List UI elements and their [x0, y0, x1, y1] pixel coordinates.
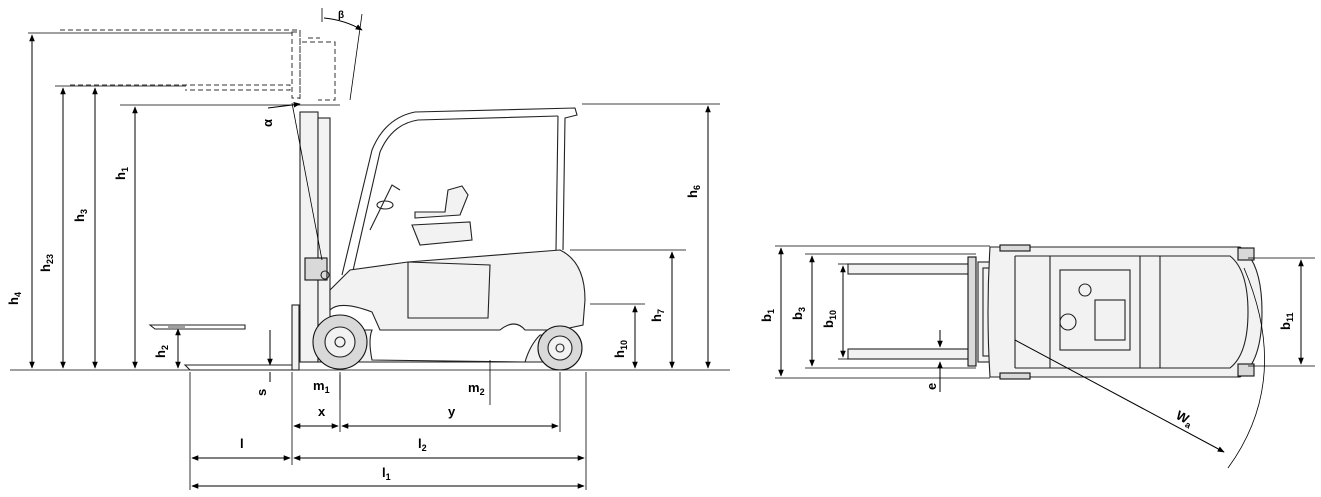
label-h7: h7: [649, 309, 666, 322]
forklift-side-illustration: [148, 107, 586, 371]
raised-fork-outline: [60, 29, 336, 101]
turning-radius-line: [1014, 339, 1225, 453]
top-view: b1 b3 b10 e b11 Wa: [759, 244, 1315, 469]
label-s: s: [254, 389, 269, 396]
label-h4: h4: [6, 292, 23, 305]
label-h1: h1: [113, 167, 130, 180]
forklift-top-illustration: [847, 244, 1263, 380]
label-l1: l1: [382, 465, 391, 482]
label-m1: m1: [313, 378, 330, 395]
label-b10: b10: [821, 310, 838, 328]
label-beta: β: [338, 10, 344, 21]
label-y: y: [448, 404, 456, 419]
label-e: e: [924, 383, 939, 390]
label-alpha: α: [260, 119, 275, 127]
label-x: x: [318, 404, 326, 419]
label-b3: b3: [790, 307, 807, 320]
label-m2: m2: [468, 380, 485, 397]
label-b1: b1: [759, 309, 776, 322]
label-wa: Wa: [1173, 407, 1197, 431]
label-l2: l2: [418, 436, 427, 453]
label-h10: h10: [612, 340, 629, 358]
label-h6: h6: [685, 185, 702, 198]
side-view: h4 h23 h3 h1 h2 s α β h6 h7 h10 m1 m2 x …: [6, 8, 730, 490]
label-h3: h3: [72, 209, 89, 222]
label-h2: h2: [153, 345, 170, 358]
label-h23: h23: [38, 254, 55, 272]
label-l: l: [240, 436, 244, 451]
label-b11: b11: [1278, 313, 1295, 330]
